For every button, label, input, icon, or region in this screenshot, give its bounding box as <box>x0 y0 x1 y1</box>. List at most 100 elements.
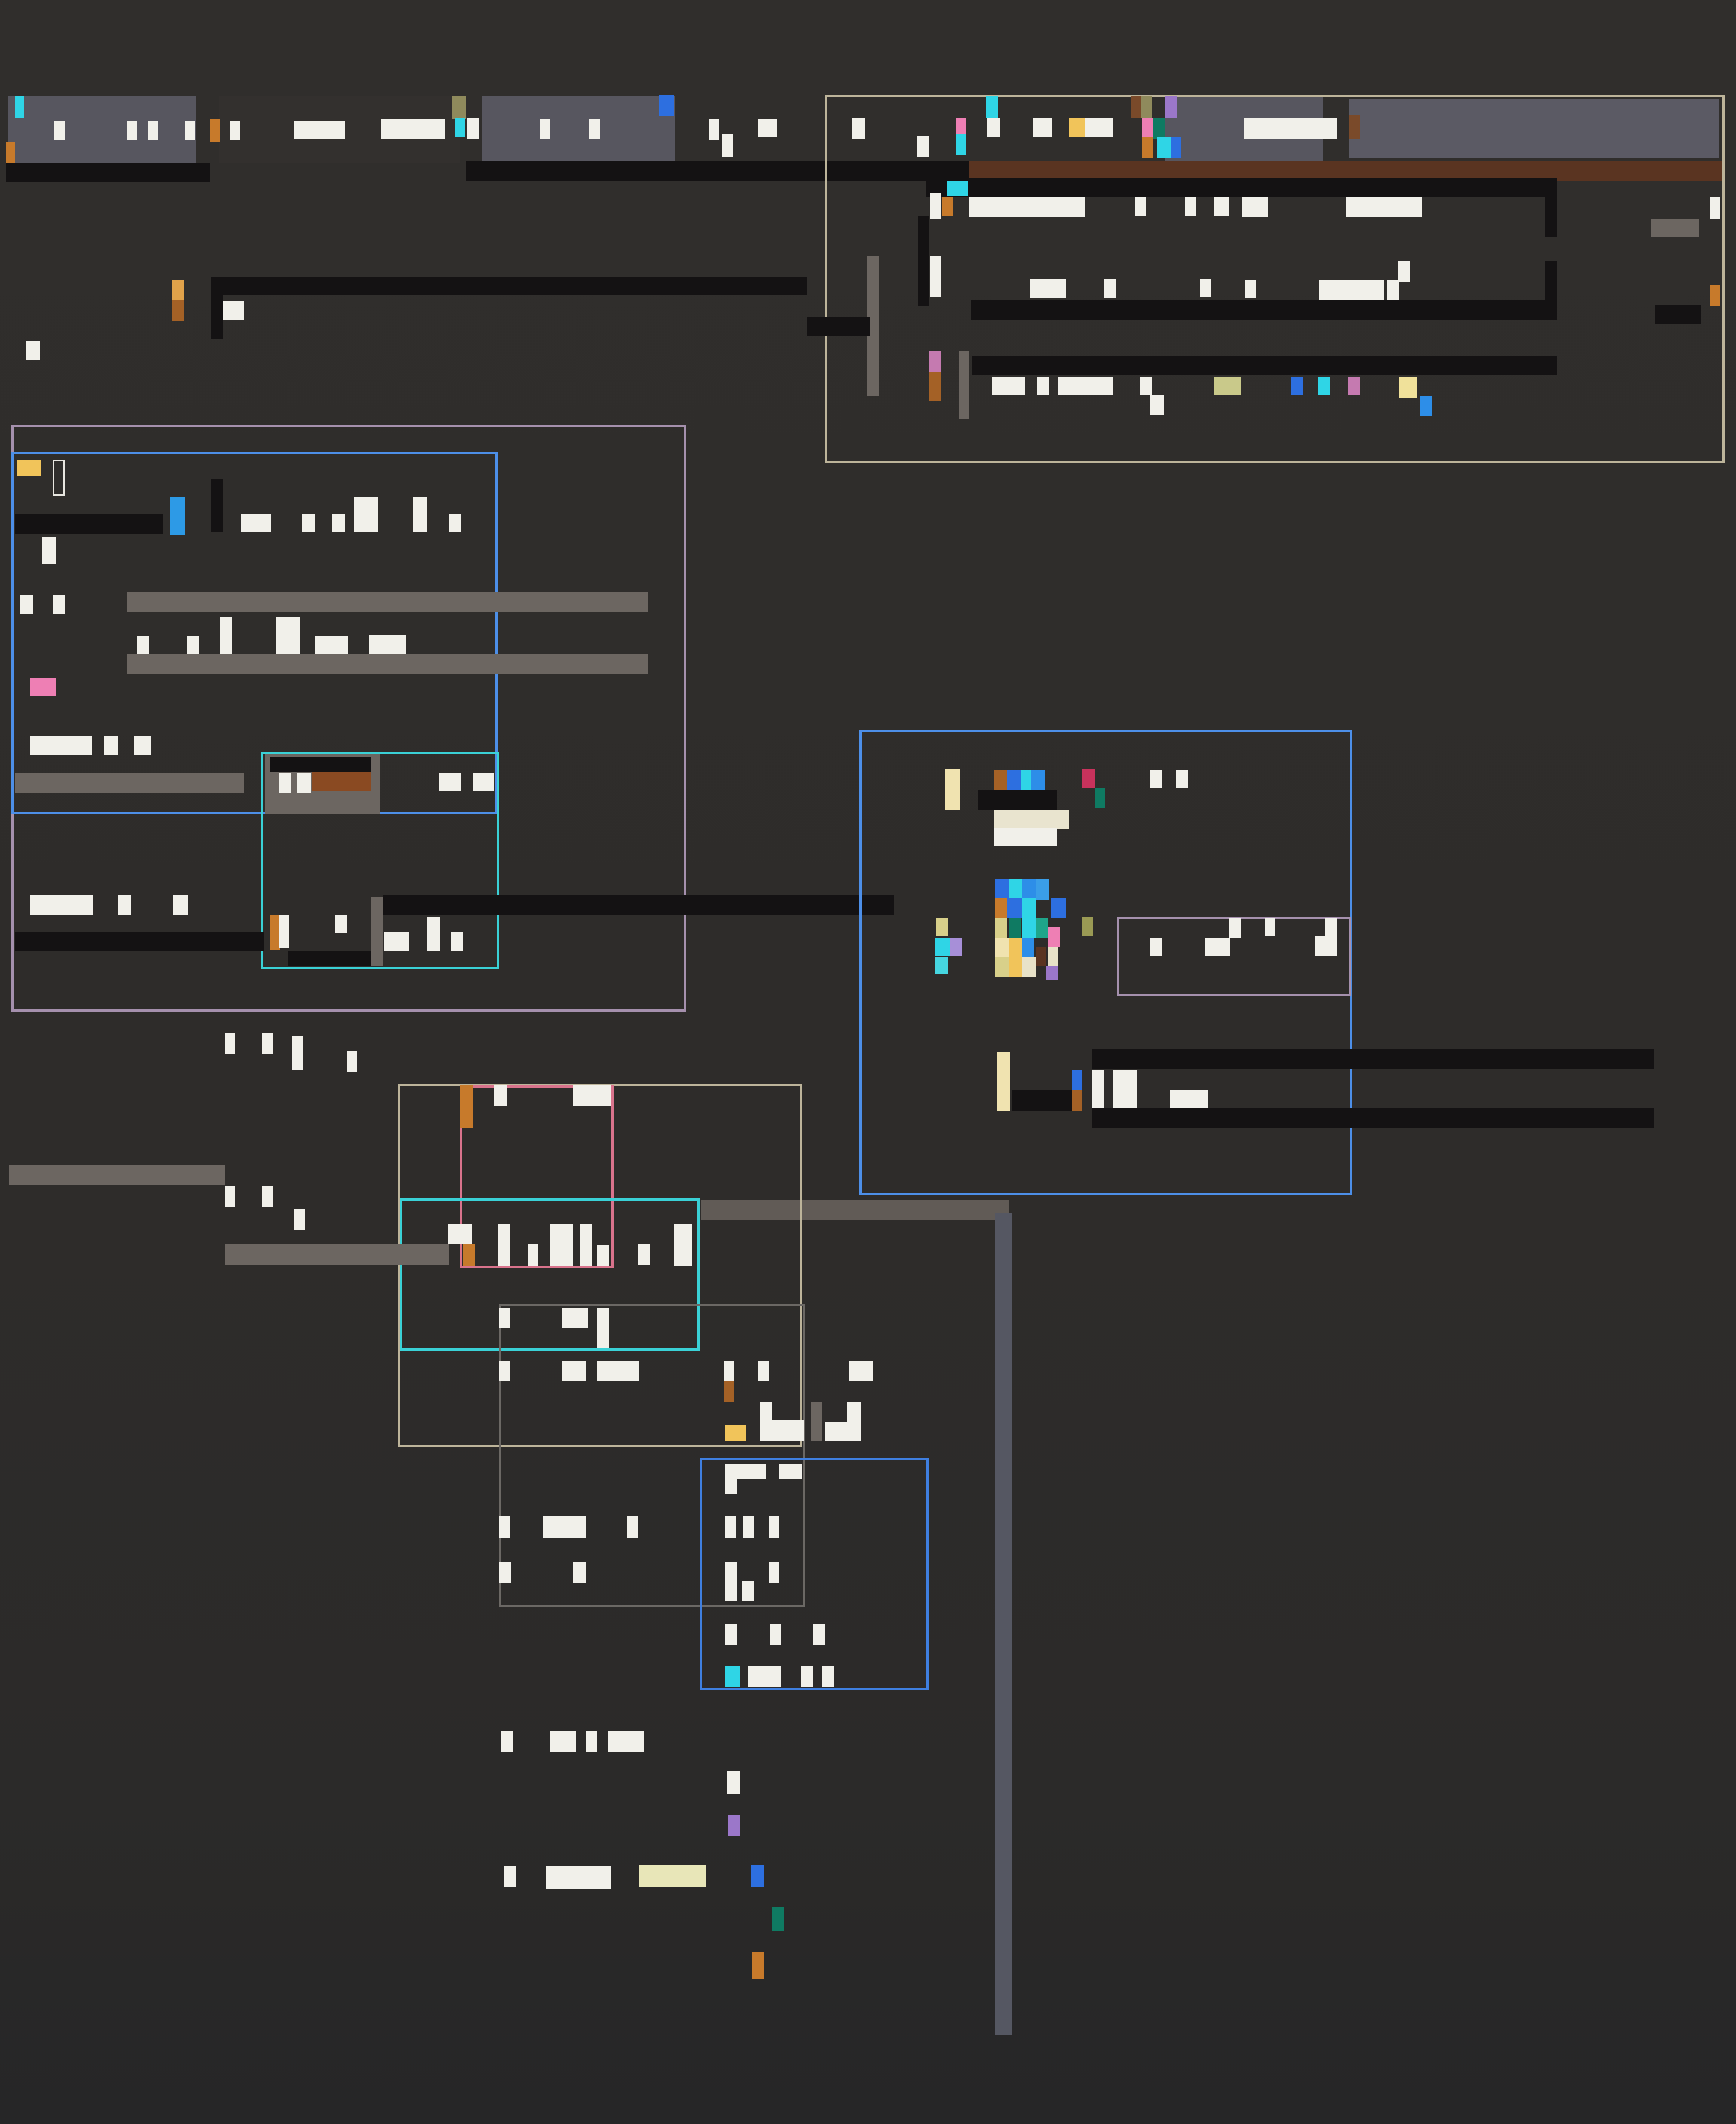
cyan-tick <box>1022 898 1036 918</box>
white-bar <box>1346 197 1422 217</box>
white-block <box>292 1036 303 1070</box>
grey-bar <box>127 654 648 674</box>
white-block <box>758 119 777 137</box>
white-block <box>499 1308 510 1328</box>
white-block <box>297 773 311 793</box>
white-block <box>725 1464 766 1479</box>
pale-yellow-tick <box>945 769 960 810</box>
brown-tick <box>994 770 1007 790</box>
white-bar <box>748 1666 781 1687</box>
white-block <box>627 1516 638 1538</box>
white-block <box>230 121 240 140</box>
white-block <box>724 1361 734 1381</box>
white-block <box>562 1361 586 1381</box>
white-bar <box>597 1361 639 1381</box>
white-block <box>1092 1070 1104 1109</box>
white-block <box>1113 1070 1137 1109</box>
white-block <box>709 119 719 140</box>
grey-bar <box>225 1244 449 1265</box>
white-block <box>743 1516 754 1538</box>
white-bar <box>1319 280 1384 300</box>
white-block <box>53 595 65 614</box>
khaki-tick <box>936 918 948 936</box>
blue-tick <box>1007 770 1021 790</box>
orange-tick <box>995 898 1007 918</box>
cyan-tick <box>15 96 24 118</box>
blue-tick <box>1031 770 1045 790</box>
purple-tick <box>1046 966 1058 980</box>
black-bar <box>926 178 1557 197</box>
green-tick <box>1095 788 1105 808</box>
white-block <box>847 1402 861 1441</box>
black-bar <box>466 161 971 181</box>
left-cyan-frame <box>261 752 499 969</box>
black-bar <box>1012 1090 1081 1111</box>
cyan-tick <box>725 1666 740 1687</box>
black-stub <box>807 317 870 336</box>
lower-pink-frame <box>460 1085 614 1268</box>
brown-tick <box>1131 96 1141 118</box>
grey-bar <box>15 773 244 793</box>
white-block <box>1205 938 1230 956</box>
white-block <box>770 1624 781 1645</box>
white-block <box>262 1186 273 1207</box>
black-bar <box>270 757 371 772</box>
black-bar <box>6 163 210 182</box>
white-block <box>439 773 461 791</box>
white-block <box>597 1245 609 1266</box>
white-block <box>451 932 463 951</box>
white-block <box>223 301 244 320</box>
white-block <box>769 1516 779 1538</box>
brown-tick <box>172 300 184 321</box>
white-bar <box>1244 118 1337 139</box>
white-block <box>573 1085 611 1106</box>
white-block <box>499 1516 510 1538</box>
grey-stub <box>1651 219 1699 237</box>
orange-tick <box>210 119 220 142</box>
black-bar <box>971 300 1557 320</box>
white-block <box>725 1516 736 1538</box>
white-block <box>1242 197 1268 217</box>
white-block <box>294 1209 305 1230</box>
white-block <box>279 915 289 948</box>
slate-vertical <box>995 1213 1012 2035</box>
white-block <box>1033 118 1052 137</box>
black-stub <box>1545 178 1557 237</box>
white-block <box>449 514 461 532</box>
yellow-tick <box>17 460 41 476</box>
white-block <box>725 1477 737 1494</box>
white-block <box>225 1033 235 1054</box>
white-block <box>20 595 33 614</box>
white-bar <box>1030 279 1066 298</box>
white-block <box>1104 279 1116 298</box>
white-bar <box>969 197 1085 217</box>
purple-tick <box>728 1815 740 1836</box>
white-block <box>1229 918 1241 938</box>
white-block <box>302 514 315 532</box>
pink-tick <box>929 351 941 374</box>
orange-tick <box>1710 285 1720 306</box>
white-block <box>241 514 271 532</box>
green-tick <box>1153 118 1165 139</box>
white-block <box>801 1666 813 1687</box>
white-block <box>148 121 158 140</box>
cyan-tick <box>1022 918 1036 938</box>
white-block <box>494 1085 507 1106</box>
white-block <box>930 193 941 219</box>
crimson-tick <box>1082 769 1095 788</box>
white-block <box>1085 118 1113 137</box>
white-block <box>722 134 733 157</box>
blue-tick <box>1051 898 1066 918</box>
khaki-tick <box>1214 377 1241 395</box>
white-block <box>1325 918 1337 938</box>
white-block <box>499 1562 511 1583</box>
white-block <box>1315 936 1337 956</box>
black-bar <box>972 356 1557 375</box>
yellow-tick <box>995 938 1009 957</box>
white-block <box>354 497 378 532</box>
white-block <box>185 121 195 140</box>
white-block <box>1398 261 1410 282</box>
olive-tick <box>1082 917 1093 936</box>
purple-tick <box>1165 96 1177 118</box>
green-tick <box>772 1907 784 1931</box>
